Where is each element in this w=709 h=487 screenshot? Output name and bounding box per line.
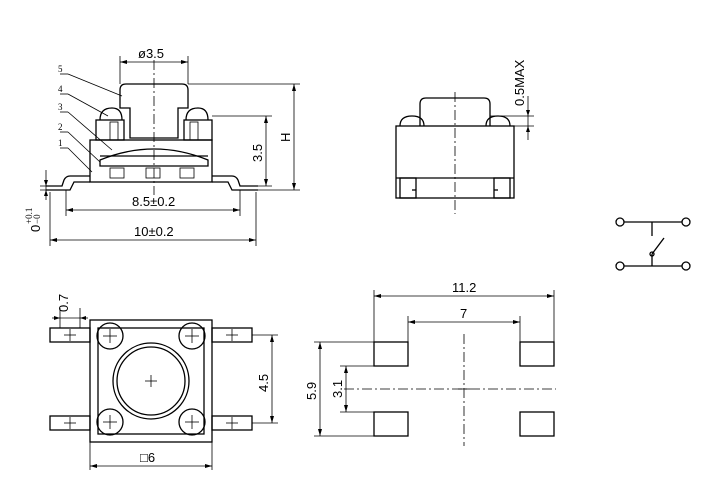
callout-5: 5 xyxy=(58,64,63,74)
pad-bottom-right xyxy=(519,411,555,437)
dim-5-9: 5.9 xyxy=(304,382,319,400)
dim-4-5: 4.5 xyxy=(256,374,271,392)
dim-7: 7 xyxy=(460,306,467,321)
dim-0-5max: 0.5MAX xyxy=(512,59,527,106)
pcb-footprint: 11.2 7 5.9 3.1 xyxy=(304,280,556,446)
plunger-cap xyxy=(119,83,189,139)
callout-3: 3 xyxy=(58,102,63,112)
dim-square-6: □6 xyxy=(140,450,155,465)
dim-H: H xyxy=(278,133,293,142)
lead-left xyxy=(46,175,90,187)
dim-11-2: 11.2 xyxy=(452,280,476,295)
side-section-view: 5 4 3 2 1 ø3.5 3.5 H 8.5±0.2 10±0. xyxy=(24,46,300,246)
callout-1: 1 xyxy=(58,138,63,148)
base-body xyxy=(89,139,213,183)
body-outline xyxy=(89,319,213,443)
dim-10: 10±0.2 xyxy=(134,224,174,239)
end-view: 0.5MAX xyxy=(395,59,534,214)
callout-4: 4 xyxy=(58,84,63,94)
callout-2: 2 xyxy=(58,122,63,132)
dim-3-1: 3.1 xyxy=(330,380,345,398)
pad-bottom-left xyxy=(373,411,409,437)
dim-height-3-5: 3.5 xyxy=(250,144,265,162)
dim-8-5: 8.5±0.2 xyxy=(132,194,175,209)
dim-diameter: ø3.5 xyxy=(138,46,164,61)
lead-right xyxy=(212,175,258,187)
dim-lead-thickness: 0 xyxy=(28,225,43,232)
switch-schematic xyxy=(615,217,691,271)
dim-lead-tol-lower: −0 xyxy=(32,214,42,224)
dim-0-7: 0.7 xyxy=(56,294,71,312)
pad-top-right xyxy=(519,341,555,367)
pad-top-left xyxy=(373,341,409,367)
dim-lead-tol-upper: +0.1 xyxy=(24,208,34,224)
top-view: 0.7 4.5 □6 xyxy=(49,294,278,470)
